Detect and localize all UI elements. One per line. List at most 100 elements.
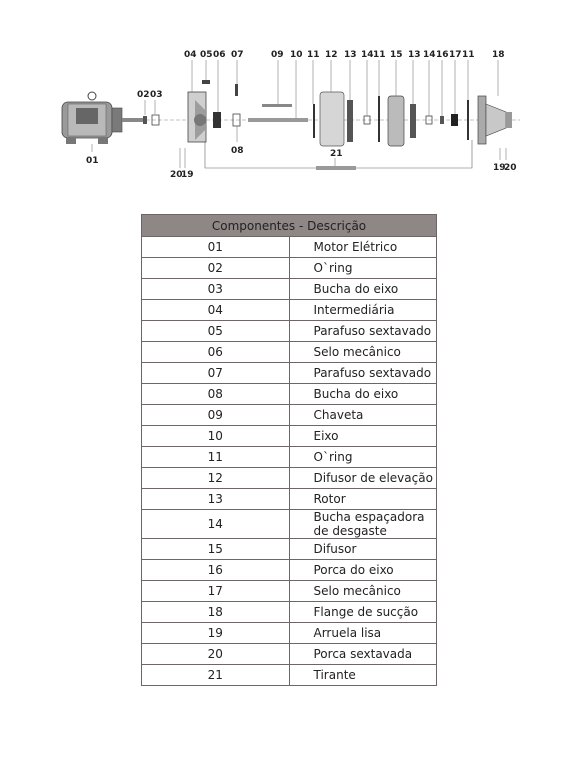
- component-description: Motor Elétrico: [289, 236, 437, 258]
- label-11a: 11: [307, 50, 320, 60]
- bolt-vertical-part: [235, 84, 238, 96]
- component-description: Arruela lisa: [289, 622, 437, 644]
- lift-diffuser-part: [319, 91, 345, 147]
- label-03: 03: [150, 90, 163, 100]
- oring-4-part: [467, 100, 469, 140]
- component-description: Tirante: [289, 664, 437, 686]
- table-header: Componentes - Descrição: [141, 214, 437, 237]
- label-15: 15: [390, 50, 403, 60]
- component-description: Selo mecânico: [289, 580, 437, 602]
- motor-part: [61, 91, 146, 144]
- label-11b: 11: [373, 50, 386, 60]
- label-21: 21: [330, 149, 343, 159]
- component-description: O`ring: [289, 257, 437, 279]
- label-20-right: 20: [504, 163, 517, 173]
- oring-part: [143, 116, 147, 124]
- component-code: 06: [141, 341, 290, 363]
- component-description: Bucha do eixo: [289, 383, 437, 405]
- component-code: 05: [141, 320, 290, 342]
- component-description: Eixo: [289, 425, 437, 447]
- label-17: 17: [449, 50, 462, 60]
- rotor-2-part: [410, 104, 416, 138]
- component-code: 19: [141, 622, 290, 644]
- shaft-bushing-part: [151, 114, 160, 126]
- component-code: 02: [141, 257, 290, 279]
- leader-lines: [91, 60, 507, 168]
- component-code: 14: [141, 509, 290, 539]
- label-12: 12: [325, 50, 338, 60]
- label-11c: 11: [462, 50, 475, 60]
- label-14b: 14: [423, 50, 436, 60]
- component-description: Bucha espaçadora de desgaste: [289, 509, 437, 539]
- label-18: 18: [492, 50, 505, 60]
- component-code: 01: [141, 236, 290, 258]
- shaft-nut-part: [440, 116, 444, 124]
- table-header-row: Componentes - Descrição: [141, 214, 437, 237]
- label-09: 09: [271, 50, 284, 60]
- component-code: 03: [141, 278, 290, 300]
- label-10: 10: [290, 50, 303, 60]
- component-description: Flange de sucção: [289, 601, 437, 623]
- label-05: 05: [200, 50, 213, 60]
- component-description: Porca do eixo: [289, 559, 437, 581]
- label-02: 02: [137, 90, 150, 100]
- component-code: 09: [141, 404, 290, 426]
- oring-3-part: [378, 96, 380, 142]
- label-07: 07: [231, 50, 244, 60]
- rotor-part: [347, 100, 353, 142]
- component-code: 10: [141, 425, 290, 447]
- component-code: 12: [141, 467, 290, 489]
- suction-flange-part: [477, 95, 512, 145]
- oring-2-part: [313, 104, 315, 138]
- key-part: [262, 104, 292, 107]
- label-06: 06: [213, 50, 226, 60]
- label-19-left: 19: [181, 170, 194, 180]
- component-code: 16: [141, 559, 290, 581]
- component-description: Selo mecânico: [289, 341, 437, 363]
- hex-bolt-part: [202, 80, 210, 84]
- intermediate-part: [187, 91, 207, 143]
- exploded-pump-diagram: 01 02 03 04 05 06 07 08 09 10 11 12 13 1…: [61, 50, 520, 180]
- component-description: Bucha do eixo: [289, 278, 437, 300]
- component-description: O`ring: [289, 446, 437, 468]
- component-code: 13: [141, 488, 290, 510]
- component-code: 17: [141, 580, 290, 602]
- label-04: 04: [184, 50, 197, 60]
- component-code: 07: [141, 362, 290, 384]
- component-code: 18: [141, 601, 290, 623]
- component-code: 04: [141, 299, 290, 321]
- component-code: 21: [141, 664, 290, 686]
- component-code: 08: [141, 383, 290, 405]
- label-19-right: 19: [493, 163, 506, 173]
- diffuser-part: [387, 95, 405, 147]
- label-13a: 13: [344, 50, 357, 60]
- label-16: 16: [436, 50, 449, 60]
- tie-rod-part: [316, 166, 356, 170]
- label-08: 08: [231, 146, 244, 156]
- mechanical-seal-2-part: [451, 114, 458, 126]
- component-description: Parafuso sextavado: [289, 362, 437, 384]
- label-13b: 13: [408, 50, 421, 60]
- component-description: Porca sextavada: [289, 643, 437, 665]
- component-description: Difusor: [289, 538, 437, 560]
